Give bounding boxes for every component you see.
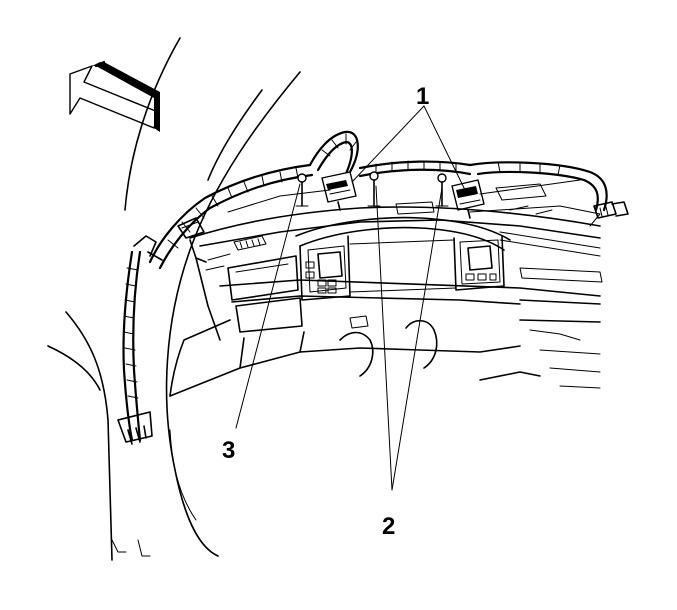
connector-right (451, 179, 485, 219)
callout-3-label: 3 (222, 437, 235, 464)
instrument-panel-structure (169, 179, 603, 397)
callout-2-label: 2 (382, 513, 395, 540)
fastener-right-2 (435, 173, 449, 207)
fastener-center-2 (367, 171, 381, 207)
callout-1-label: 1 (416, 83, 429, 110)
front-direction-arrow-icon (69, 60, 160, 132)
leader-lines (235, 105, 467, 491)
left-harness-branch (117, 235, 163, 445)
fastener-left-3 (295, 173, 309, 207)
a-pillar-outline (47, 37, 301, 561)
connector-left (321, 171, 357, 211)
